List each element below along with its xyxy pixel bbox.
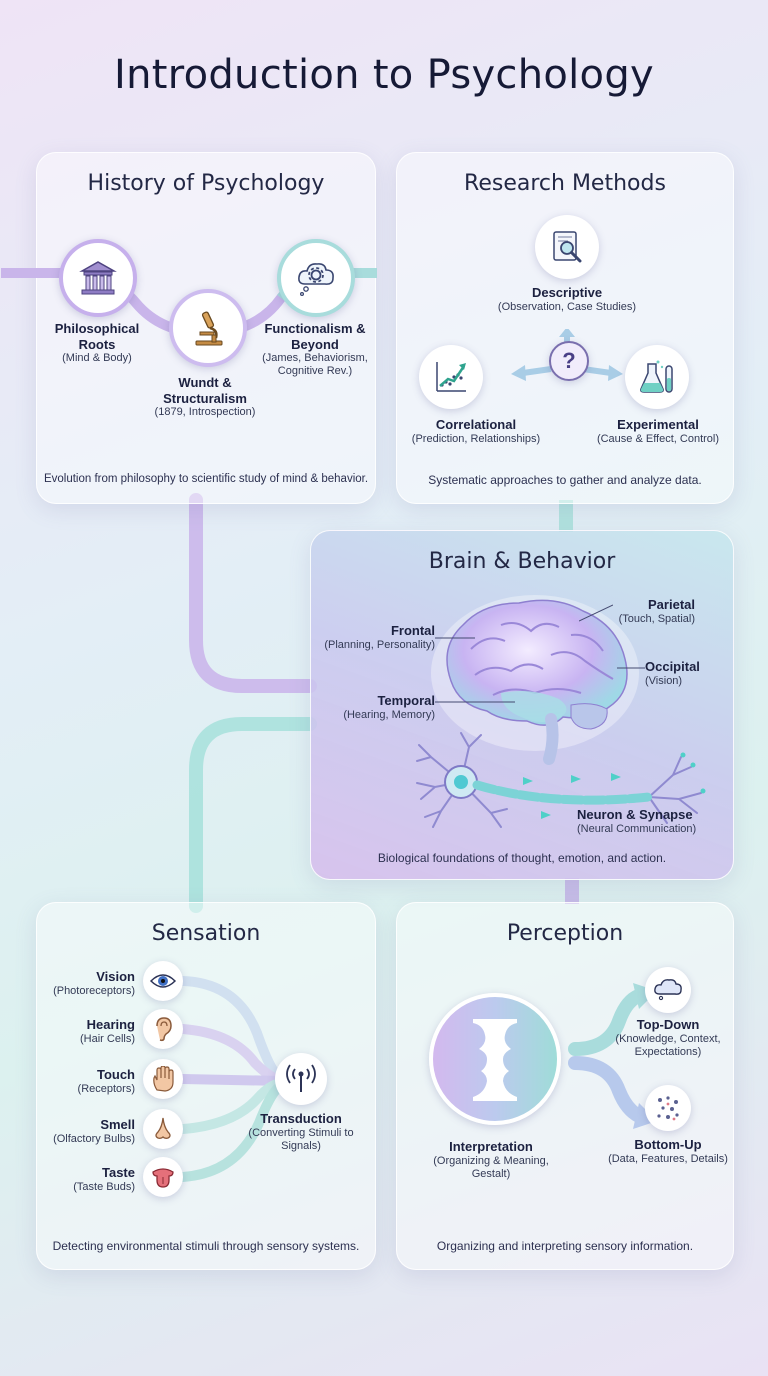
lobe-frontal-label: Frontal(Planning, Personality)	[324, 623, 435, 651]
tongue-icon	[143, 1157, 183, 1197]
research-title: Research Methods	[464, 171, 666, 196]
research-correlational: Correlational(Prediction, Relationships)	[411, 417, 541, 445]
nose-icon	[143, 1109, 183, 1149]
lobe-frontal-leader	[435, 637, 475, 639]
microscope-icon	[169, 289, 247, 367]
lobe-temporal-leader	[435, 701, 515, 703]
brain-title: Brain & Behavior	[428, 549, 616, 574]
flask-test-tube-icon	[625, 345, 689, 409]
brain-illustration	[431, 595, 639, 765]
perception-caption: Organizing and interpreting sensory info…	[436, 1239, 694, 1253]
sensation-caption: Detecting environmental stimuli through …	[52, 1239, 360, 1253]
perception-panel: Perception Interpretation(Organizing & M…	[396, 902, 734, 1270]
sensation-panel: Sensation Vision(Photoreceptors) Hearing…	[36, 902, 376, 1270]
ear-icon	[143, 1009, 183, 1049]
history-panel: History of Psychology Philosophical Root…	[1, 152, 377, 504]
bottom-up-label: Bottom-Up(Data, Features, Details)	[608, 1137, 728, 1165]
history-caption: Evolution from philosophy to scientific …	[43, 473, 369, 485]
lobe-occipital-label: Occipital(Vision)	[645, 659, 700, 687]
neuron-synapse-label: Neuron & Synapse(Neural Communication)	[577, 807, 697, 835]
sense-hearing-label: Hearing(Hair Cells)	[80, 1017, 135, 1045]
brain-panel: Brain & Behavior Frontal(Planning, Perso…	[310, 530, 734, 880]
research-experimental: Experimental(Cause & Effect, Control)	[596, 417, 720, 445]
lobe-parietal-leader	[579, 604, 613, 622]
question-icon: ?	[549, 341, 589, 381]
lobe-occipital-leader	[617, 667, 645, 669]
sense-touch-label: Touch(Receptors)	[77, 1067, 135, 1095]
history-node-functionalism: Functionalism & Beyond(James, Behavioris…	[262, 321, 368, 378]
interpretation-label: Interpretation(Organizing & Meaning, Ges…	[433, 1139, 549, 1180]
magnifier-document-icon	[535, 215, 599, 279]
research-descriptive: Descriptive(Observation, Case Studies)	[497, 285, 637, 313]
thought-cloud-icon	[645, 967, 691, 1013]
signal-antenna-icon	[275, 1053, 327, 1105]
sense-vision-label: Vision(Photoreceptors)	[53, 969, 135, 997]
history-title: History of Psychology	[87, 171, 325, 196]
sense-smell-label: Smell(Olfactory Bulbs)	[53, 1117, 135, 1145]
top-down-label: Top-Down(Knowledge, Context, Expectation…	[615, 1017, 721, 1058]
lobe-parietal-label: Parietal(Touch, Spatial)	[618, 597, 695, 625]
thought-cloud-gear-icon	[277, 239, 355, 317]
brain-caption: Biological foundations of thought, emoti…	[377, 851, 667, 865]
dots-icon	[645, 1085, 691, 1131]
page-title: Introduction to Psychology	[113, 52, 654, 98]
neuron-illustration	[416, 732, 706, 828]
scatter-trend-icon	[419, 345, 483, 409]
rubin-vase-icon	[429, 993, 561, 1125]
lobe-temporal-label: Temporal(Hearing, Memory)	[343, 693, 435, 721]
history-node-wundt: Wundt & Structuralism(1879, Introspectio…	[154, 375, 256, 419]
hand-icon	[143, 1059, 183, 1099]
perception-title: Perception	[506, 921, 624, 946]
sense-taste-label: Taste(Taste Buds)	[73, 1165, 135, 1193]
history-node-philosophical: Philosophical Roots(Mind & Body)	[54, 321, 140, 365]
research-panel: Research Methods Descriptive(Observation…	[396, 152, 734, 504]
sensation-title: Sensation	[151, 921, 261, 946]
research-caption: Systematic approaches to gather and anal…	[428, 473, 702, 487]
eye-icon	[143, 961, 183, 1001]
transduction-label: Transduction(Converting Stimuli to Signa…	[248, 1111, 354, 1152]
pillared-building-icon	[59, 239, 137, 317]
